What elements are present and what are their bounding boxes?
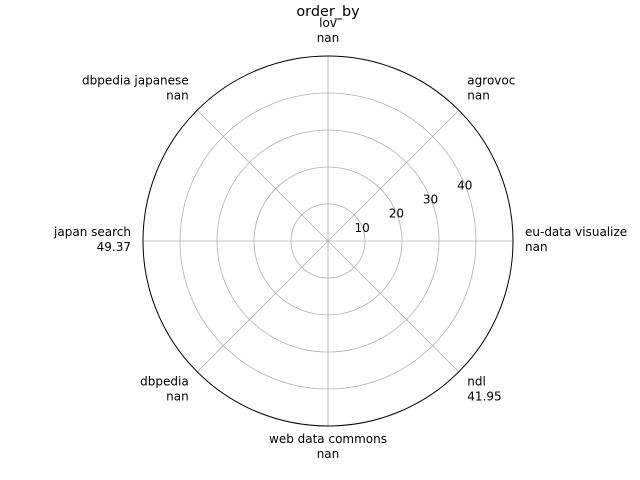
radial-tick-label: 20 <box>389 207 404 221</box>
category-value-label: nan <box>317 31 340 45</box>
polar-outline <box>142 55 514 427</box>
radial-tick-label: 40 <box>457 178 472 192</box>
category-value-label: nan <box>166 89 189 103</box>
chart-title: order_by <box>296 4 360 20</box>
category-label: dbpedia japanese <box>82 74 189 88</box>
category-value-label: nan <box>166 389 189 403</box>
category-label: lov <box>319 16 337 30</box>
category-value-label: 41.95 <box>467 389 501 403</box>
radial-tick-label: 30 <box>423 193 438 207</box>
category-label: dbpedia <box>140 374 189 388</box>
category-label: eu-data visualize <box>525 225 627 239</box>
radial-tick-label: 10 <box>355 221 370 235</box>
grid-spoke <box>327 240 460 373</box>
category-value-label: nan <box>317 447 340 461</box>
category-value-label: 49.37 <box>97 240 131 254</box>
polar-frame <box>142 55 514 427</box>
category-label: japan search <box>53 225 131 239</box>
grid-spoke <box>196 109 329 242</box>
grid-spoke <box>327 109 460 242</box>
category-value-label: nan <box>525 240 548 254</box>
category-value-label: nan <box>467 89 490 103</box>
category-label: ndl <box>467 374 486 388</box>
radial-tick-labels: 10 20 30 40 <box>355 178 473 234</box>
category-label: agrovoc <box>467 74 515 88</box>
category-label: web data commons <box>269 432 387 446</box>
angular-spokes <box>143 56 513 426</box>
grid-spoke <box>196 240 329 373</box>
